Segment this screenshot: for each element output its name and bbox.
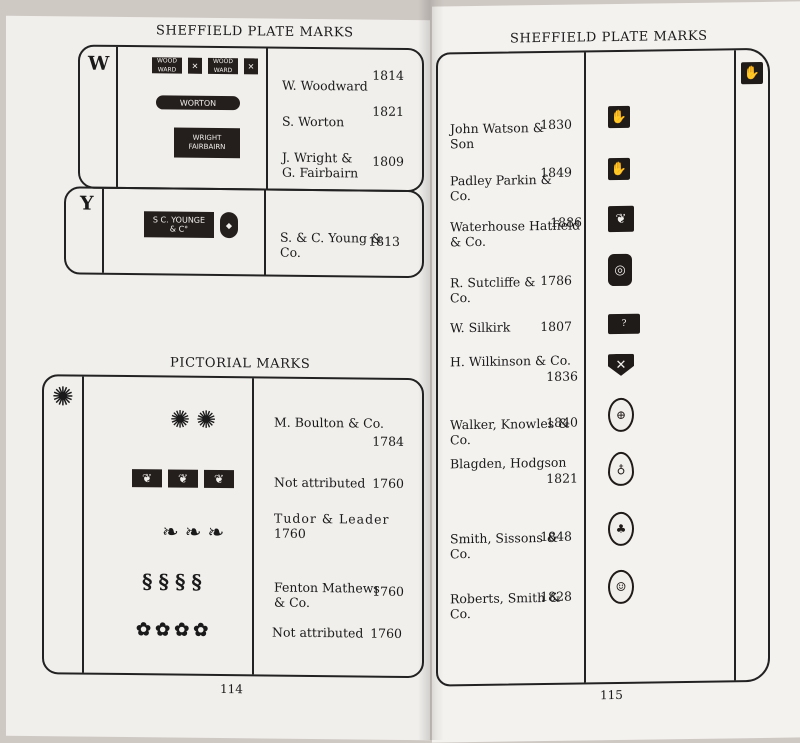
- sun-icon: ✺: [170, 405, 191, 434]
- boulton-marks: ✺✺: [170, 405, 216, 433]
- hand-clasp-icon: ❦: [168, 469, 198, 488]
- stamp-worton: WORTON: [156, 95, 240, 111]
- bird-icon: ❦: [608, 205, 634, 233]
- ornament-icon: ❧: [207, 519, 225, 545]
- entry-roberts-smith: Roberts, Smith & Co. 1828: [450, 588, 572, 622]
- hand-icon: ✋: [608, 157, 630, 181]
- pictorial-heading: PICTORIAL MARKS: [170, 355, 311, 372]
- ornament-icon: ❧: [184, 519, 202, 544]
- stamp-wood-2: WOOD WARD: [208, 57, 238, 75]
- entry-fenton: Fenton Mathews & Co. 1760: [274, 579, 404, 610]
- x-mark-icon: ✕: [244, 58, 258, 75]
- initials-mark-icon: ?: [608, 313, 640, 335]
- entry-silkirk: W. Silkirk 1807: [450, 318, 572, 336]
- sun-icon: ✺: [196, 405, 217, 434]
- left-page: SHEFFIELD PLATE MARKS W WOOD WARD ✕ WOOD…: [6, 15, 430, 741]
- hand-icon: ✋: [741, 61, 763, 85]
- stamp-young: S C. YOUNGE & C°: [144, 211, 214, 238]
- section-w-box: W WOOD WARD ✕ WOOD WARD ✕ WORTON WRIGHT …: [78, 44, 424, 193]
- ornament-icon: §: [191, 569, 202, 594]
- ornament-icon: ✿: [174, 619, 188, 641]
- ornament-icon: ✿: [136, 619, 150, 641]
- x-mark-icon: ✕: [188, 57, 202, 74]
- not-attributed-marks-1: ❦ ❦ ❦: [132, 469, 234, 489]
- pictorial-box: ✺ ✺✺ ❦ ❦ ❦ ❧❧❧ §§§§ ✿✿✿✿ M. Boulton & Co…: [42, 374, 424, 679]
- not-attributed-marks-2: ✿✿✿✿: [136, 619, 206, 641]
- left-page-heading: SHEFFIELD PLATE MARKS: [156, 23, 354, 41]
- entry-blagden: Blagden, Hodgson 1821: [450, 454, 578, 486]
- entry-wright: J. Wright & G. Fairbairn 1809: [282, 149, 404, 181]
- hand-icon: ✋: [608, 105, 630, 129]
- oval-head-icon: ☺: [608, 569, 634, 605]
- sun-icon: ✺: [52, 382, 74, 413]
- woodward-marks: WOOD WARD ✕ WOOD WARD ✕: [152, 57, 258, 75]
- entry-watson: John Watson & Son 1830: [450, 116, 572, 152]
- entry-tudor-leader: Tudor & Leader 1760: [274, 510, 390, 541]
- section-y-box: Y S C. YOUNGE & C° ◆ S. & C. Young & Co.…: [64, 186, 424, 279]
- stamp-wright: WRIGHT FAIRBAIRN: [174, 127, 240, 159]
- wright-mark: WRIGHT FAIRBAIRN: [174, 127, 240, 159]
- right-page-heading: SHEFFIELD PLATE MARKS: [510, 28, 708, 47]
- book-gutter: [418, 0, 444, 740]
- right-marks-box: ✋ John Watson & Son 1830 ✋ Padley Parkin…: [436, 47, 770, 687]
- section-letter-w: W: [88, 52, 110, 75]
- oval-tree-icon: ♣: [608, 511, 634, 547]
- page-number-left: 114: [220, 682, 243, 697]
- stamp-wood: WOOD WARD: [152, 57, 182, 74]
- hand-clasp-icon: ❦: [204, 469, 234, 489]
- entry-sutcliffe: R. Sutcliffe & Co. 1786: [450, 272, 572, 306]
- right-page: SHEFFIELD PLATE MARKS ✋ John Watson & So…: [432, 1, 800, 743]
- tudor-leader-marks: ❧❧❧: [162, 519, 224, 544]
- ornament-icon: §: [142, 569, 153, 594]
- ornament-icon: §: [174, 569, 186, 594]
- ornament-icon: ❧: [162, 519, 179, 544]
- entry-waterhouse: Waterhouse Hatfield & Co. 1886: [450, 214, 582, 250]
- entry-walker: Walker, Knowles & Co. 1840: [450, 414, 578, 448]
- ornament-icon: §: [158, 569, 169, 594]
- shield-icon: ✕: [608, 354, 634, 376]
- fenton-marks: §§§§: [142, 569, 202, 594]
- section-letter-y: Y: [80, 192, 94, 215]
- hand-clasp-icon: ❦: [132, 469, 162, 488]
- orb-cross-icon: ♁: [608, 451, 634, 487]
- oval-crest-icon: ◎: [608, 253, 632, 287]
- page-number-right: 115: [600, 687, 623, 703]
- entry-smith-sissons: Smith, Sissons & Co. 1848: [450, 528, 572, 562]
- drop-mark-icon: ◆: [220, 212, 238, 239]
- entry-not-attributed-2: Not attributed 1760: [272, 624, 402, 641]
- ornament-icon: ✿: [155, 619, 169, 641]
- entry-wilkinson: H. Wilkinson & Co. 1836: [450, 352, 578, 384]
- entry-boulton: M. Boulton & Co. 1784: [274, 414, 404, 449]
- worton-mark: WORTON: [156, 95, 240, 111]
- entry-young: S. & C. Young & Co. 1813: [280, 229, 400, 260]
- orb-icon: ⊕: [608, 397, 634, 433]
- entry-not-attributed-1: Not attributed 1760: [274, 474, 404, 491]
- entry-padley: Padley Parkin & Co. 1849: [450, 164, 572, 204]
- young-mark: S C. YOUNGE & C° ◆: [144, 211, 238, 239]
- ornament-icon: ✿: [193, 619, 207, 641]
